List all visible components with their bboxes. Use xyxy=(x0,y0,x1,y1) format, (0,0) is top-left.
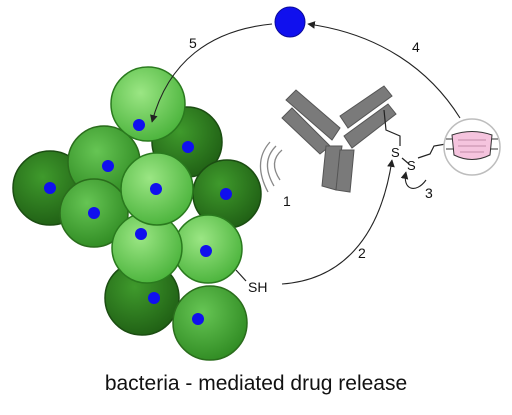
drug-payload xyxy=(220,188,232,200)
cap-linker-bond xyxy=(417,143,447,159)
arrow-4 xyxy=(307,21,461,119)
bacterium xyxy=(173,214,243,284)
thiol-bond xyxy=(235,269,247,282)
bacterium xyxy=(192,159,262,229)
drug-payload xyxy=(200,245,212,257)
drug-payload xyxy=(44,182,56,194)
bacterium xyxy=(59,178,129,248)
drug-payload xyxy=(182,141,194,153)
disulfide-bond xyxy=(401,157,410,165)
drug-payload xyxy=(135,228,147,240)
released-drug xyxy=(274,6,306,38)
bacteria-cluster xyxy=(12,66,262,361)
diagram-caption: bacteria - mediated drug release xyxy=(104,372,408,395)
bacterium xyxy=(172,285,248,361)
step-label-2: 2 xyxy=(358,245,366,261)
bacterium xyxy=(110,66,186,142)
cap-icon xyxy=(443,118,501,176)
drug-payload xyxy=(150,183,162,195)
bacterium xyxy=(120,152,194,226)
step-label-1: 1 xyxy=(283,193,291,209)
sulfur-label-2: S xyxy=(407,158,416,173)
arrow-2 xyxy=(281,159,395,285)
drug-payload xyxy=(88,207,100,219)
drug-payload xyxy=(192,313,204,325)
sulfur-label-1: S xyxy=(391,145,400,160)
linker-bond xyxy=(383,109,401,146)
step-label-5: 5 xyxy=(189,35,197,51)
thiol-label: SH xyxy=(248,279,267,295)
antibody-icon xyxy=(281,85,397,193)
step-label-3: 3 xyxy=(425,185,433,201)
step-label-4: 4 xyxy=(412,39,420,55)
signal-waves-icon xyxy=(259,141,283,193)
drug-payload xyxy=(133,119,145,131)
arrow-5 xyxy=(150,23,273,123)
drug-payload xyxy=(148,292,160,304)
drug-payload xyxy=(102,160,114,172)
arrow-3 xyxy=(400,171,427,189)
